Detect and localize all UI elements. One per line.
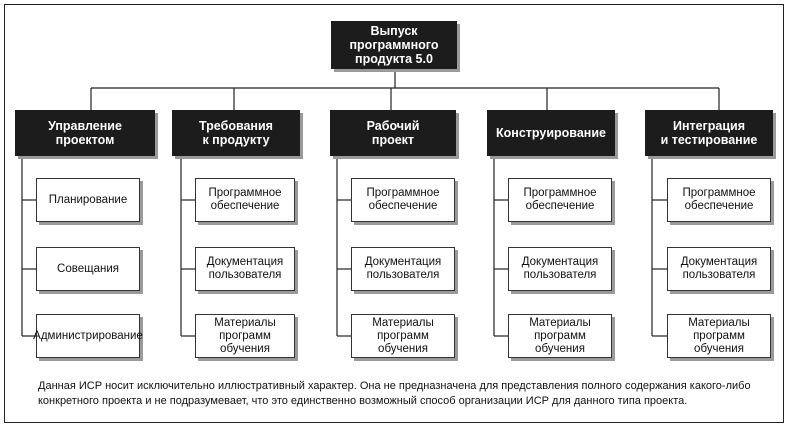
footnote: Данная ИСР носит исключительно иллюстрат… [38,380,751,407]
root-node-release: Выпуск программного продукта 5.0 [331,21,457,69]
child-software: Программное обеспечение [195,178,295,222]
child-user-docs: Документация пользователя [351,247,455,291]
child-training-materials: Материалы программ обучения [195,314,295,358]
branch-project-management: Управление проектом [15,110,155,156]
child-administration: Администрирование [33,314,143,358]
branch-construction: Конструирование [487,110,615,156]
child-software: Программное обеспечение [667,178,771,222]
child-planning: Планирование [36,178,140,222]
child-user-docs: Документация пользователя [508,247,612,291]
branch-integration-testing: Интеграция и тестирование [645,110,773,156]
child-software: Программное обеспечение [351,178,455,222]
child-user-docs: Документация пользователя [195,247,295,291]
child-meetings: Совещания [36,247,140,291]
child-user-docs: Документация пользователя [667,247,771,291]
branch-detail-design: Рабочий проект [330,110,456,156]
child-software: Программное обеспечение [508,178,612,222]
child-training-materials: Материалы программ обучения [667,314,771,358]
child-training-materials: Материалы программ обучения [508,314,612,358]
branch-product-requirements: Требования к продукту [172,110,300,156]
child-training-materials: Материалы программ обучения [351,314,455,358]
